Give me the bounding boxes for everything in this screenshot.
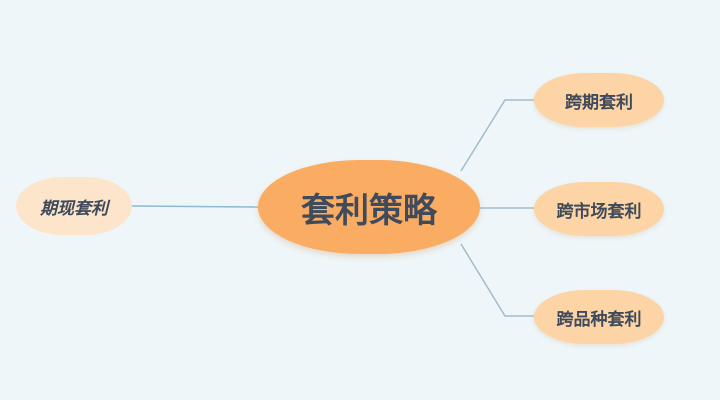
branch-topic-inter-commodity[interactable]: 跨品种套利 [534, 290, 664, 344]
branch-topic-label: 期现套利 [40, 198, 108, 219]
branch-topic-inter-market[interactable]: 跨市场套利 [534, 182, 664, 236]
branch-topic-label: 跨品种套利 [556, 309, 642, 330]
branch-topic-label: 跨市场套利 [556, 201, 642, 222]
central-topic-label: 套利策略 [301, 190, 437, 231]
central-topic[interactable]: 套利策略 [258, 160, 480, 254]
branch-topic-calendar-spread[interactable]: 跨期套利 [534, 73, 664, 127]
connector-to-branch-2 [460, 243, 534, 317]
connector-to-left-node [131, 205, 259, 208]
connector-to-branch-0 [460, 99, 534, 172]
branch-topic-cash-futures[interactable]: 期现套利 [16, 177, 132, 235]
branch-topic-label: 跨期套利 [565, 92, 633, 113]
